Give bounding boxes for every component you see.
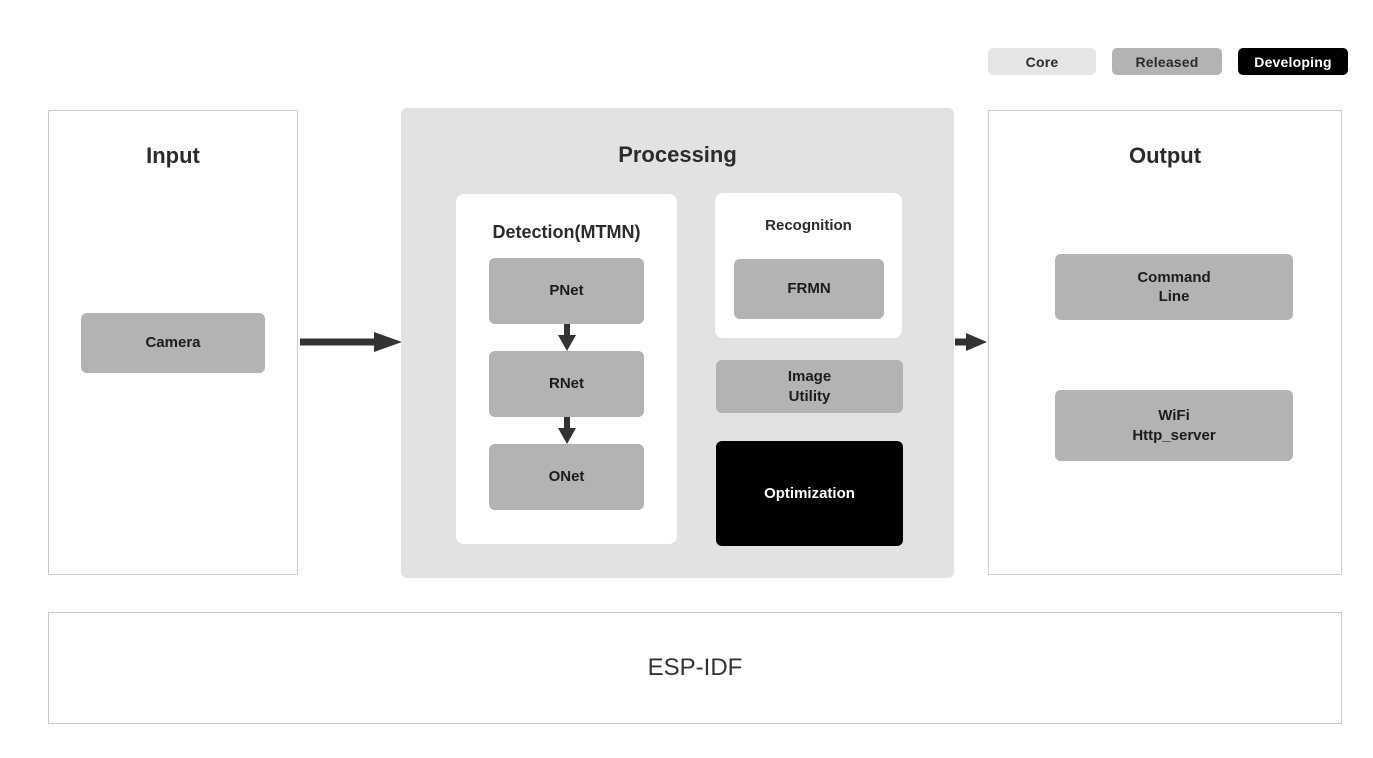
block-frmn[interactable]: FRMN — [734, 259, 884, 319]
block-command-line[interactable]: Command Line — [1055, 254, 1293, 320]
esp-idf-label: ESP-IDF — [647, 654, 743, 681]
block-rnet[interactable]: RNet — [489, 351, 644, 417]
legend-item-developing[interactable]: Developing — [1238, 48, 1348, 75]
esp-idf-panel: ESP-IDF — [48, 612, 1342, 724]
block-optimization[interactable]: Optimization — [716, 441, 903, 546]
processing-panel-title: Processing — [618, 142, 737, 167]
legend-item-released[interactable]: Released — [1112, 48, 1222, 75]
legend-label-developing: Developing — [1254, 53, 1332, 70]
legend-label-core: Core — [1025, 53, 1059, 70]
recognition-card: Recognition FRMN — [715, 193, 902, 338]
input-panel: Input Camera — [48, 110, 298, 575]
arrow-pnet-to-rnet — [558, 324, 576, 351]
detection-card-title: Detection(MTMN) — [492, 222, 641, 242]
block-image-utility[interactable]: Image Utility — [716, 360, 903, 413]
block-camera[interactable]: Camera — [81, 313, 265, 373]
arrow-input-to-processing — [300, 332, 402, 352]
legend: Core Released Developing — [988, 48, 1348, 75]
arrow-rnet-to-onet — [558, 417, 576, 444]
output-panel: Output Command Line WiFi Http_server — [988, 110, 1342, 575]
recognition-card-title: Recognition — [765, 217, 852, 234]
legend-item-core[interactable]: Core — [988, 48, 1096, 75]
block-wifi-http-server[interactable]: WiFi Http_server — [1055, 390, 1293, 461]
legend-label-released: Released — [1135, 53, 1199, 70]
detection-card: Detection(MTMN) PNet RNet ONet — [456, 194, 677, 544]
block-pnet[interactable]: PNet — [489, 258, 644, 324]
block-onet[interactable]: ONet — [489, 444, 644, 510]
output-panel-title: Output — [1128, 143, 1202, 168]
input-panel-title: Input — [146, 143, 200, 168]
processing-panel: Processing Detection(MTMN) PNet RNet ONe… — [401, 108, 954, 578]
arrow-processing-to-output — [955, 333, 987, 351]
